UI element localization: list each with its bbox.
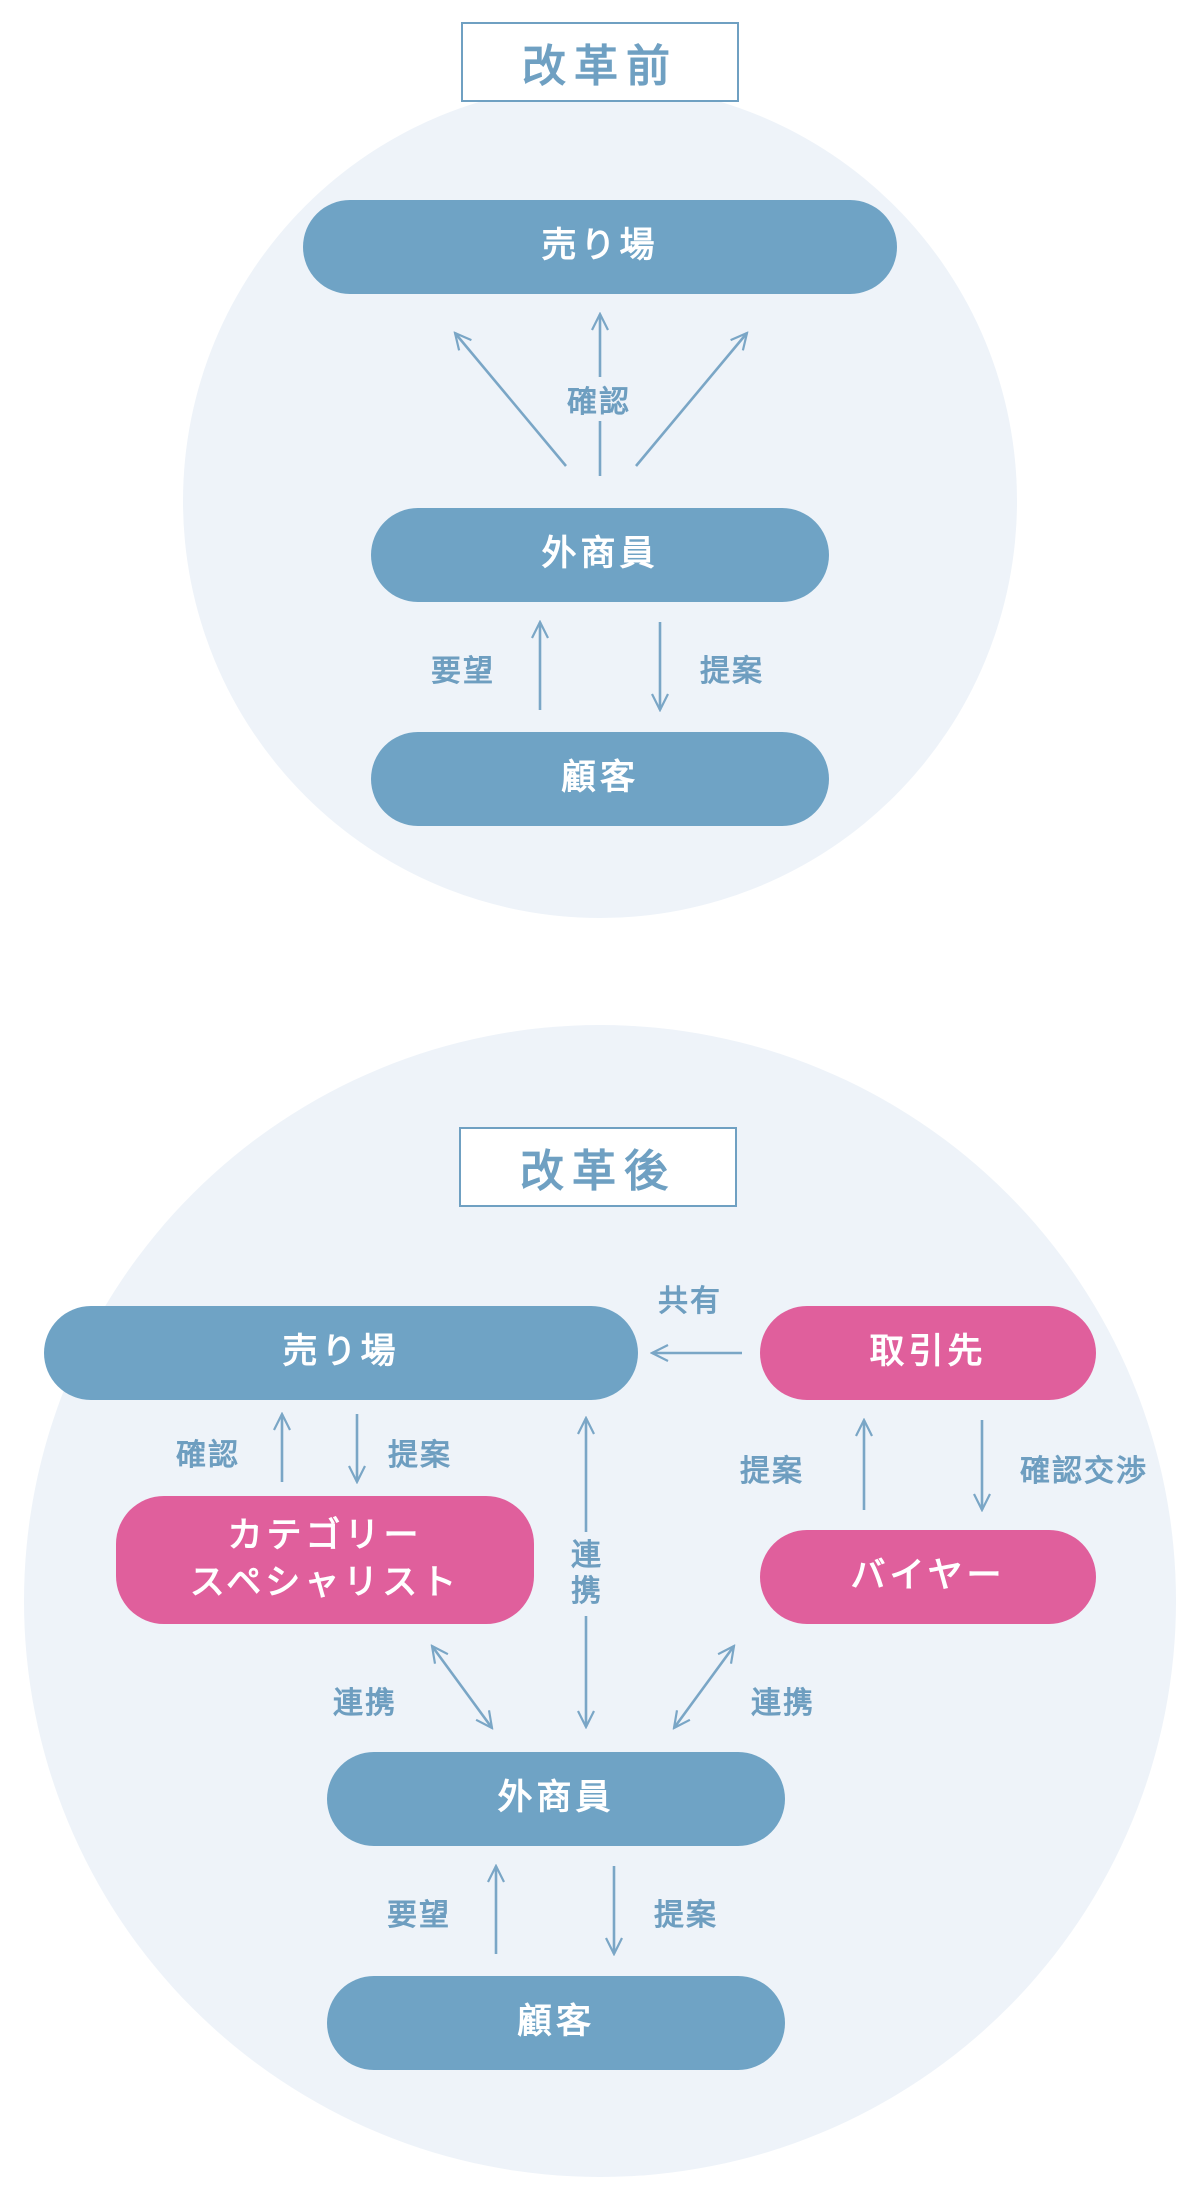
after-label-proposal-right: 提案 [740, 1454, 804, 1489]
before-title: 改革前 [461, 22, 739, 102]
after-label-request: 要望 [387, 1898, 451, 1933]
arrow-after-collab-right [674, 1646, 734, 1728]
after-node-category-specialist-line1: カテゴリー [227, 1515, 423, 1556]
after-node-category-specialist: カテゴリー スペシャリスト [116, 1496, 534, 1624]
after-label-collab-left: 連携 [333, 1686, 397, 1721]
after-node-sales-floor: 売り場 [44, 1306, 638, 1400]
arrow-before-left [455, 333, 567, 467]
before-node-sales-floor: 売り場 [303, 200, 897, 294]
arrow-before-right [635, 333, 747, 467]
after-node-customer: 顧客 [327, 1976, 785, 2070]
before-label-confirm: 確認 [563, 377, 635, 421]
after-label-confirm: 確認 [176, 1438, 240, 1473]
after-label-collab-right: 連携 [751, 1686, 815, 1721]
before-node-sales-rep: 外商員 [371, 508, 829, 602]
after-node-buyer: バイヤー [760, 1530, 1096, 1624]
before-label-proposal: 提案 [700, 654, 764, 689]
after-label-proposal-left: 提案 [388, 1438, 452, 1473]
before-node-customer: 顧客 [371, 732, 829, 826]
after-node-supplier: 取引先 [760, 1306, 1096, 1400]
after-node-category-specialist-line2: スペシャリスト [189, 1563, 461, 1603]
after-label-confirm-negotiate: 確認交渉 [1020, 1454, 1148, 1489]
after-title: 改革後 [459, 1127, 737, 1207]
after-label-proposal-bottom: 提案 [654, 1898, 718, 1933]
after-node-sales-rep: 外商員 [327, 1752, 785, 1846]
after-label-collab-center-1: 連 [571, 1538, 601, 1573]
after-label-collab-center-2: 携 [571, 1574, 601, 1609]
arrow-after-collab-left [432, 1646, 492, 1728]
after-label-collab-center: 連 携 [566, 1532, 606, 1616]
after-label-share: 共有 [658, 1284, 722, 1319]
before-label-request: 要望 [431, 654, 495, 689]
